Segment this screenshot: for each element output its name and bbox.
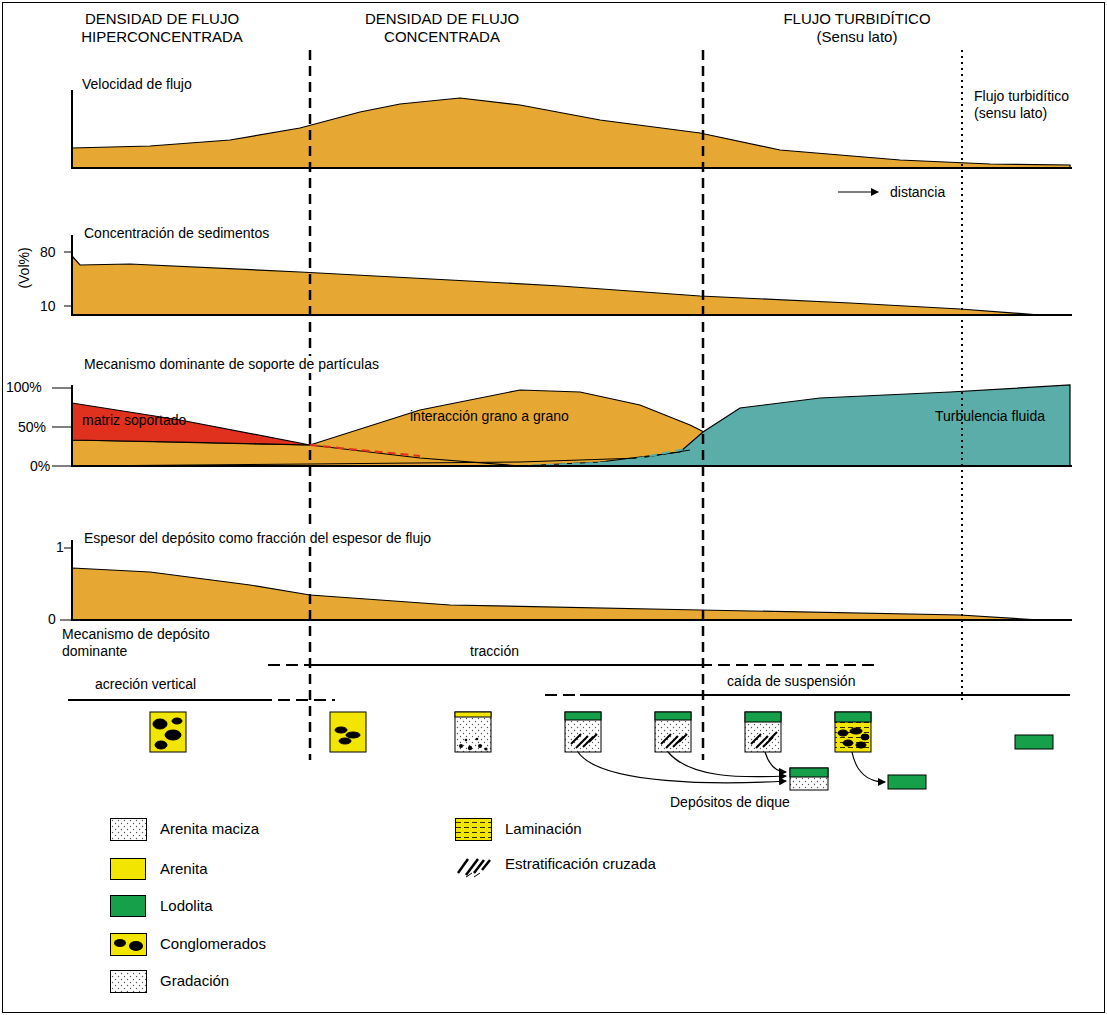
diagram-label: (Vol%) <box>16 247 33 288</box>
diagram-label: FLUJO TURBIDÍTICO <box>760 10 954 28</box>
diagram-label: acreción vertical <box>95 676 196 693</box>
legend-label: Arenita maciza <box>160 820 259 837</box>
diagram-label: Turbulencia fluida <box>935 408 1045 425</box>
diagram-label: distancia <box>888 184 947 201</box>
legend-label: Gradación <box>160 972 229 989</box>
diagram-label: Mecanismo dominante de soporte de partíc… <box>82 356 381 373</box>
legend-swatch <box>110 858 146 880</box>
diagram-label: Velocidad de flujo <box>80 76 194 93</box>
diagram-label: Espesor del depósito como fracción del e… <box>82 530 433 547</box>
legend-swatch <box>110 895 146 917</box>
diagram-label: DENSIDAD DE FLUJO HIPERCONCENTRADA <box>55 10 269 46</box>
diagram-label: Flujo turbidítico (sensu lato) <box>972 88 1101 122</box>
legend-label: Arenita <box>160 860 208 877</box>
diagram-label: 80 <box>40 244 56 261</box>
diagram-label: caída de suspensión <box>725 673 857 690</box>
diagram-label: tracción <box>470 643 519 660</box>
diagram-label: matriz soportado <box>82 412 186 429</box>
diagram-label: 0 <box>48 611 56 628</box>
diagram-label: 10 <box>40 298 56 315</box>
legend-label: Laminación <box>505 820 582 837</box>
diagram-label: 1 <box>56 539 64 556</box>
diagram-label: Mecanismo de depósito dominante <box>62 626 232 660</box>
diagram-label: 0% <box>30 458 50 475</box>
legend-label: Estratificación cruzada <box>505 855 656 872</box>
diagram-label: DENSIDAD DE FLUJO CONCENTRADA <box>330 10 554 46</box>
legend-label: Lodolita <box>160 897 213 914</box>
diagram-label: (Sensu lato) <box>760 28 954 46</box>
legend-label: Conglomerados <box>160 935 266 952</box>
diagram-label: interacción grano a grano <box>410 408 569 425</box>
diagram-label: 50% <box>18 419 46 436</box>
diagram-label: Depósitos de dique <box>668 794 792 811</box>
diagram-label: Concentración de sedimentos <box>82 225 271 242</box>
diagram-label: 100% <box>6 379 42 396</box>
